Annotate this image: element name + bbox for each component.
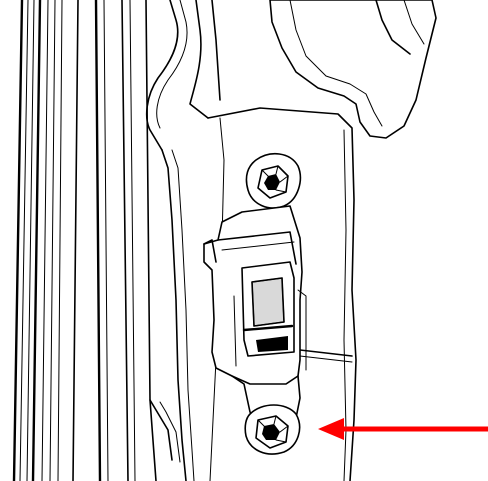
pointer-arrow-icon xyxy=(318,418,488,440)
left-frame-rails xyxy=(12,0,157,481)
bolt-icon xyxy=(245,153,302,209)
latch-bracket-icon xyxy=(203,205,307,429)
bolt-icon xyxy=(244,404,301,455)
pillar-trim xyxy=(145,0,221,481)
mounting-panel xyxy=(207,107,357,481)
upper-flange xyxy=(269,0,437,139)
